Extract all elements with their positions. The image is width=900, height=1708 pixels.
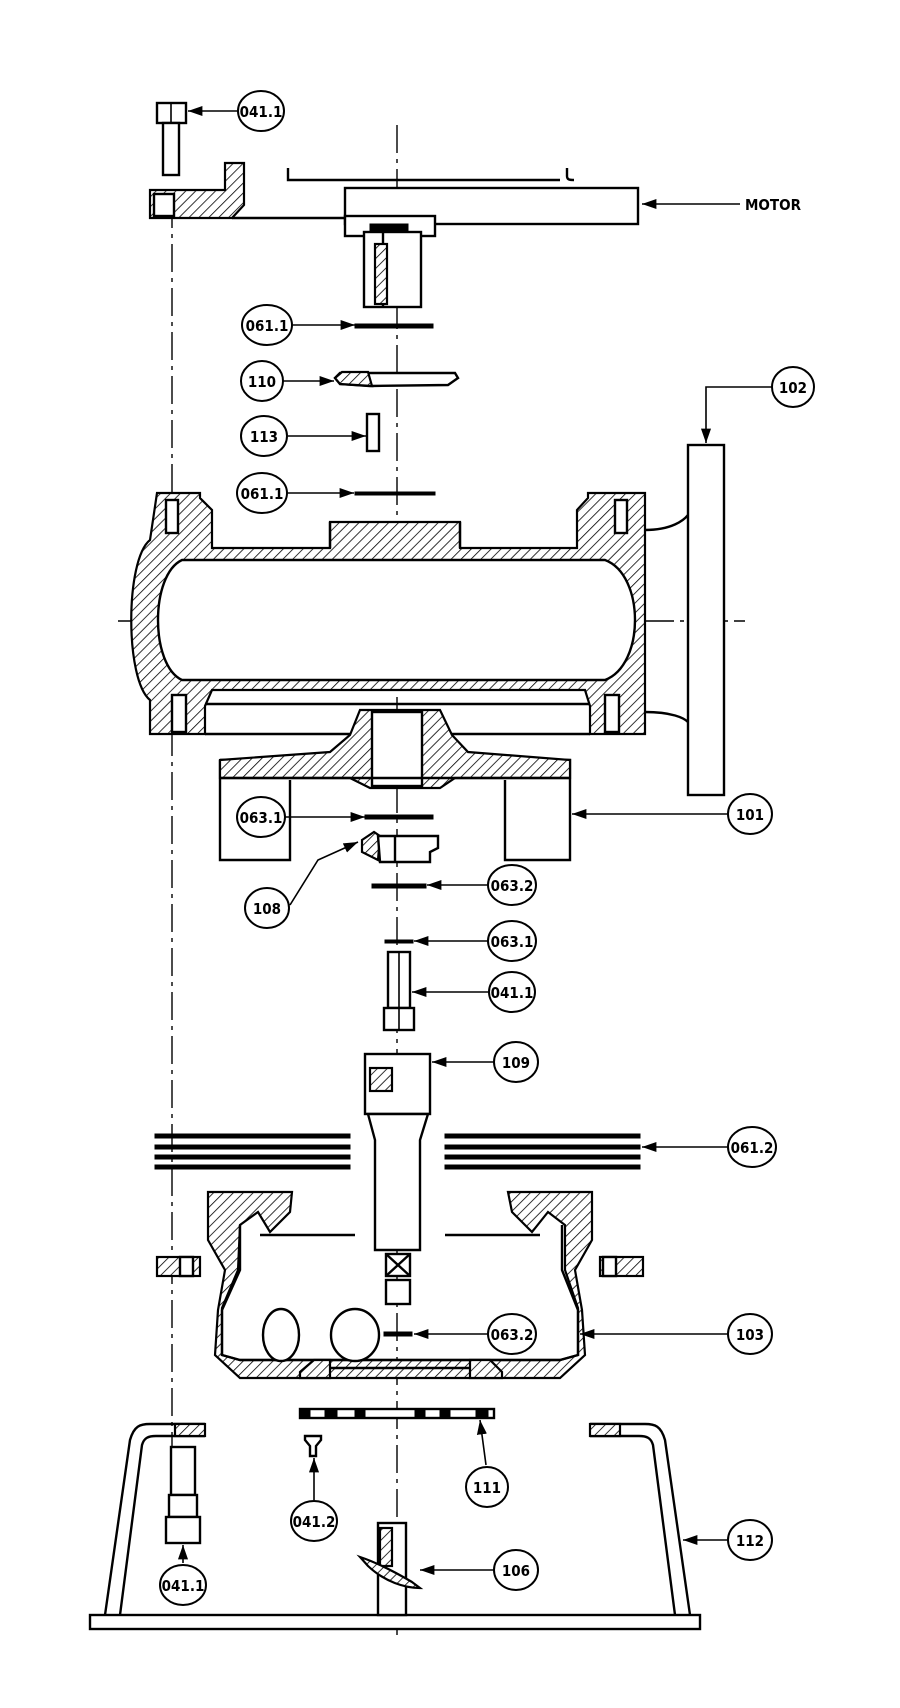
callout-102: 102 [771, 366, 815, 408]
motor-label: MOTOR [745, 196, 802, 214]
shaft-screw-041-1 [382, 950, 416, 1032]
svg-text:063.1: 063.1 [491, 933, 534, 951]
svg-text:061.1: 061.1 [241, 485, 284, 503]
motor-assembly [148, 161, 640, 309]
svg-text:061.2: 061.2 [731, 1139, 774, 1157]
o-ring-063-1-upper [364, 814, 434, 820]
discharge-flange-102 [686, 443, 726, 797]
svg-text:111: 111 [473, 1479, 501, 1497]
bowl-103 [155, 1190, 645, 1380]
callout-041-1-mid: 041.1 [488, 971, 536, 1013]
svg-text:103: 103 [736, 1326, 764, 1344]
svg-text:110: 110 [248, 373, 276, 391]
svg-text:041.1: 041.1 [240, 103, 283, 121]
callout-108: 108 [244, 887, 290, 929]
callout-111: 111 [465, 1466, 509, 1508]
callout-109: 109 [493, 1041, 539, 1083]
callout-110: 110 [240, 360, 284, 402]
coupling-106 [356, 1521, 424, 1617]
callout-101: 101 [727, 793, 773, 835]
shim-pack-061-2 [154, 1133, 641, 1170]
o-ring-063-1-lower [384, 939, 414, 944]
svg-text:061.1: 061.1 [246, 317, 289, 335]
callout-041-1-top: 041.1 [237, 90, 285, 132]
callout-063-1-a: 063.1 [236, 796, 286, 838]
svg-text:063.2: 063.2 [491, 877, 534, 895]
leader-108 [289, 841, 359, 906]
callout-063-2-a: 063.2 [487, 864, 537, 906]
svg-text:063.1: 063.1 [240, 809, 283, 827]
volute-casing [130, 491, 689, 736]
o-ring-061-1-second [354, 491, 436, 496]
leader-111 [476, 1419, 487, 1466]
top-flange-bolt [155, 101, 188, 177]
callout-061-1-b: 061.1 [236, 472, 288, 514]
bottom-flange-bolt [164, 1445, 202, 1545]
svg-text:112: 112 [736, 1532, 764, 1550]
impeller-hub-101 [218, 708, 572, 862]
callout-063-1-b: 063.1 [487, 920, 537, 962]
svg-text:041.1: 041.1 [162, 1577, 205, 1595]
svg-text:106: 106 [502, 1562, 530, 1580]
svg-text:109: 109 [502, 1054, 530, 1072]
key-113 [365, 412, 381, 453]
callout-112: 112 [727, 1519, 773, 1561]
svg-text:102: 102 [779, 379, 807, 397]
shaft-sleeve-109 [363, 1052, 432, 1306]
o-ring-061-1-top [354, 323, 434, 329]
o-ring-063-2-lower [383, 1331, 413, 1337]
svg-text:041.2: 041.2 [293, 1513, 336, 1531]
svg-text:041.1: 041.1 [491, 984, 534, 1002]
svg-text:063.2: 063.2 [491, 1326, 534, 1344]
callout-102 [700, 386, 772, 443]
screw-041-2 [303, 1434, 323, 1458]
part-110 [333, 370, 460, 388]
callout-063-2-b: 063.2 [487, 1313, 537, 1355]
callout-061-2: 061.2 [727, 1126, 777, 1168]
callout-041-2: 041.2 [290, 1500, 338, 1542]
svg-text:108: 108 [253, 900, 281, 918]
o-ring-063-2-upper [371, 883, 427, 889]
motor-callout: MOTOR [642, 196, 802, 214]
plate-111 [298, 1407, 496, 1420]
callout-113: 113 [240, 415, 288, 457]
callout-103: 103 [727, 1313, 773, 1355]
svg-text:101: 101 [736, 806, 764, 824]
stand-112 [88, 1422, 702, 1631]
callout-061-1-a: 061.1 [241, 304, 293, 346]
callout-106: 106 [493, 1549, 539, 1591]
svg-text:113: 113 [250, 428, 278, 446]
part-108-seal [360, 830, 440, 864]
callout-041-1-bot: 041.1 [159, 1564, 207, 1606]
